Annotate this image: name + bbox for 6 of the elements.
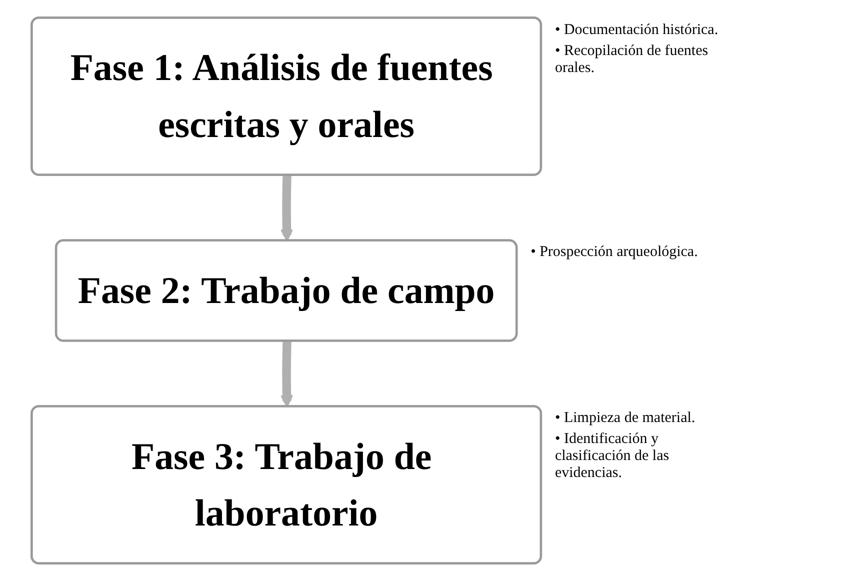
bullet-text: • Recopilación de fuentes orales. (554, 42, 710, 77)
bullet-text: • Documentación histórica. (554, 22, 720, 39)
bullet-text: • Limpieza de material. (554, 410, 696, 428)
arrow (280, 341, 294, 408)
bullet-text: • Identificación y clasificación de las evidencias. (554, 431, 670, 482)
bullet-text: • Prospección arqueológica. (530, 244, 699, 262)
